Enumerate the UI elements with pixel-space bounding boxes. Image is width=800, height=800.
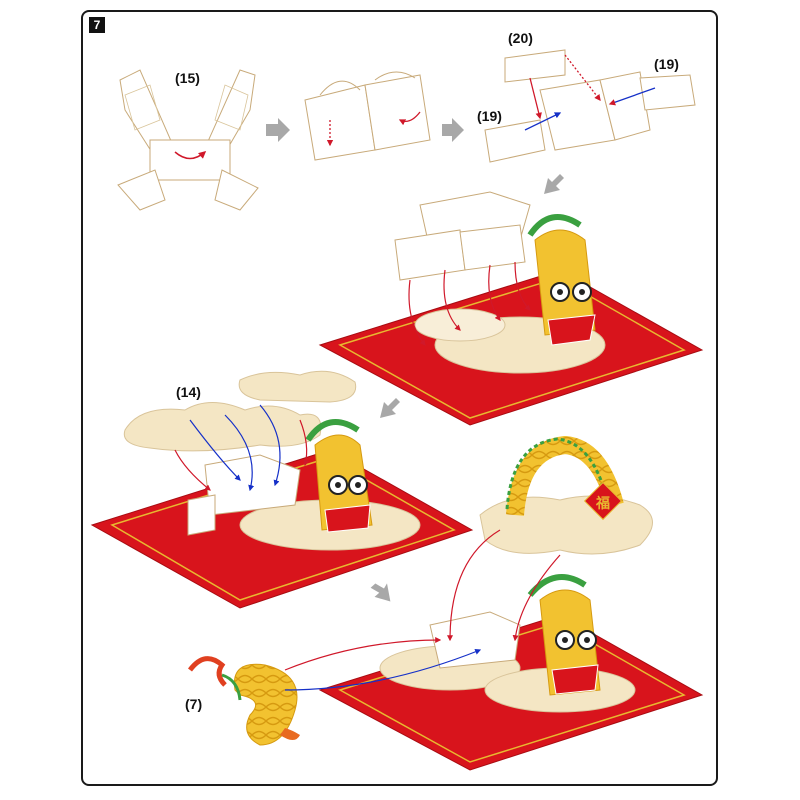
mat-scene-2 <box>318 191 704 426</box>
part-15-flat-net <box>117 69 259 211</box>
step-arrow-icon <box>544 174 564 194</box>
part-15-folding <box>304 71 431 161</box>
arch-cloud-fu <box>479 435 653 555</box>
part-label-20: (20) <box>508 30 533 46</box>
mat-scene-3 <box>90 370 474 609</box>
step-arrow-icon <box>380 398 400 418</box>
part-19-20-assembly <box>484 49 696 163</box>
part-label-19-left: (19) <box>477 108 502 124</box>
fu-charm-text: 福 <box>595 495 610 512</box>
dragon-tail-part-7 <box>188 637 482 746</box>
step-arrow-icon <box>266 118 290 142</box>
step-frame <box>81 10 718 786</box>
part-label-15: (15) <box>175 70 200 86</box>
step-arrow-icon <box>442 118 464 142</box>
step-arrow-icon <box>370 583 391 602</box>
mat-scene-final <box>318 529 704 771</box>
part-label-19-right: (19) <box>654 56 679 72</box>
step-number-badge: 7 <box>89 17 105 33</box>
part-label-7: (7) <box>185 696 203 712</box>
part-label-14: (14) <box>176 384 201 400</box>
